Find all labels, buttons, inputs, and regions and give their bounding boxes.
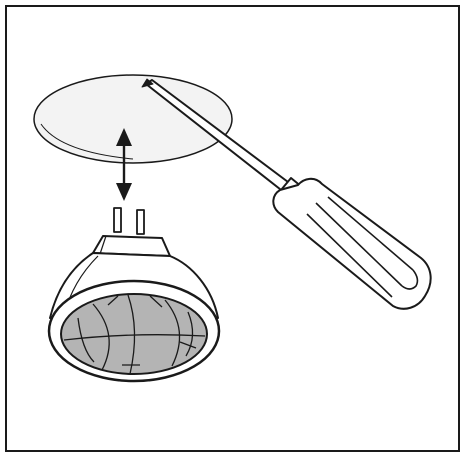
lamp-pin-right [136, 209, 145, 235]
glass-cover [33, 74, 233, 164]
lamp-pin-left [113, 207, 122, 233]
border-frame [5, 5, 460, 452]
screwdriver [141, 78, 432, 310]
mr16-lamp [47, 207, 221, 383]
up-down-arrow [116, 128, 132, 201]
